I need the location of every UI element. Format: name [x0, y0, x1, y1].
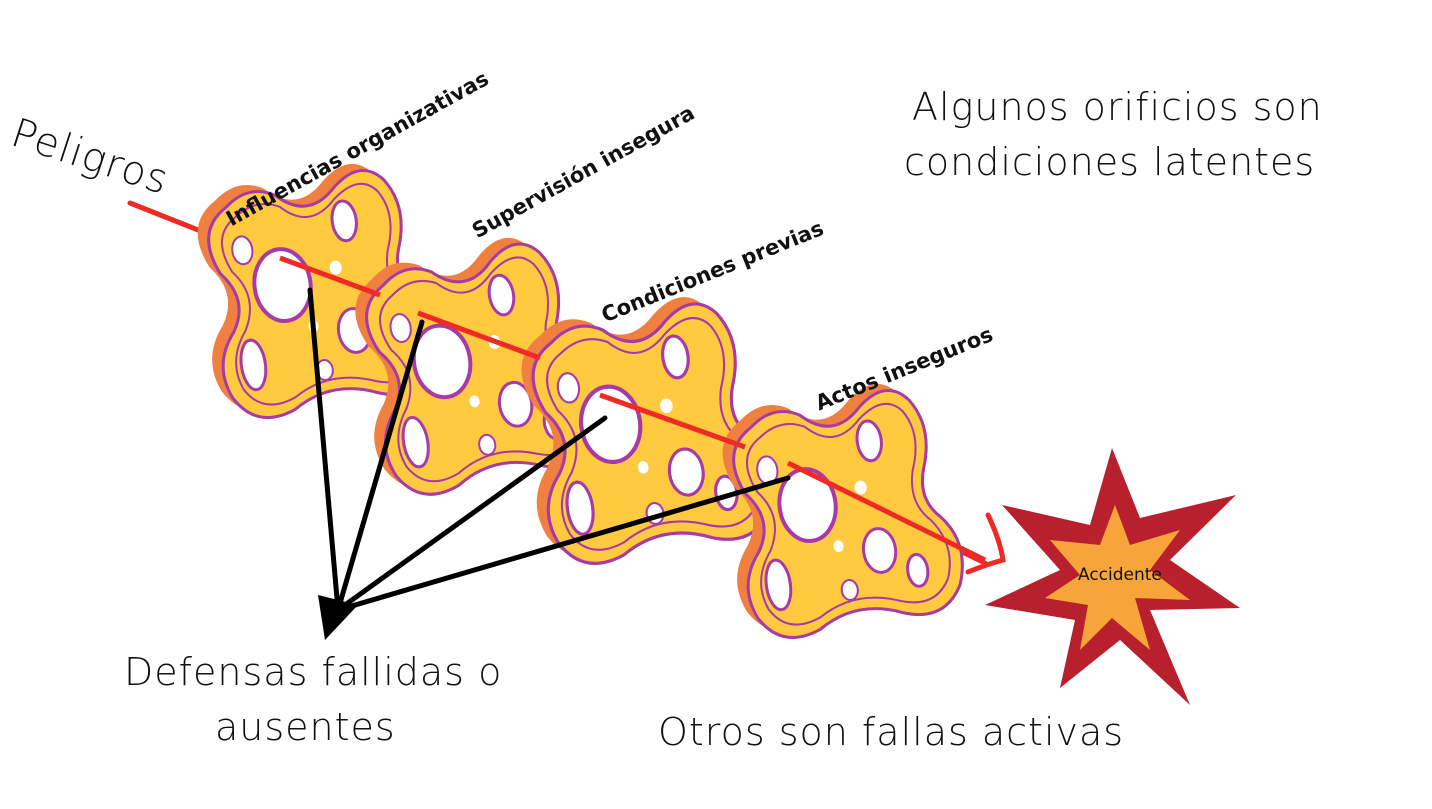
- failed-defense-arrows: [307, 287, 791, 613]
- arrow-tip: [318, 595, 358, 640]
- failed-defenses-line2: ausentes: [215, 705, 396, 749]
- hazard-arrowhead: [965, 512, 1006, 575]
- latent-note-line2: condiciones latentes: [904, 140, 1316, 184]
- failed-defenses-line1: Defensas fallidas o: [124, 650, 503, 694]
- cheese-slice-4: [710, 373, 972, 647]
- active-failures-note: Otros son fallas activas: [658, 710, 1125, 754]
- latent-note-line1: Algunos orificios son: [912, 85, 1323, 129]
- accident-label: Accidente: [1078, 565, 1162, 585]
- accident-burst: [985, 448, 1240, 705]
